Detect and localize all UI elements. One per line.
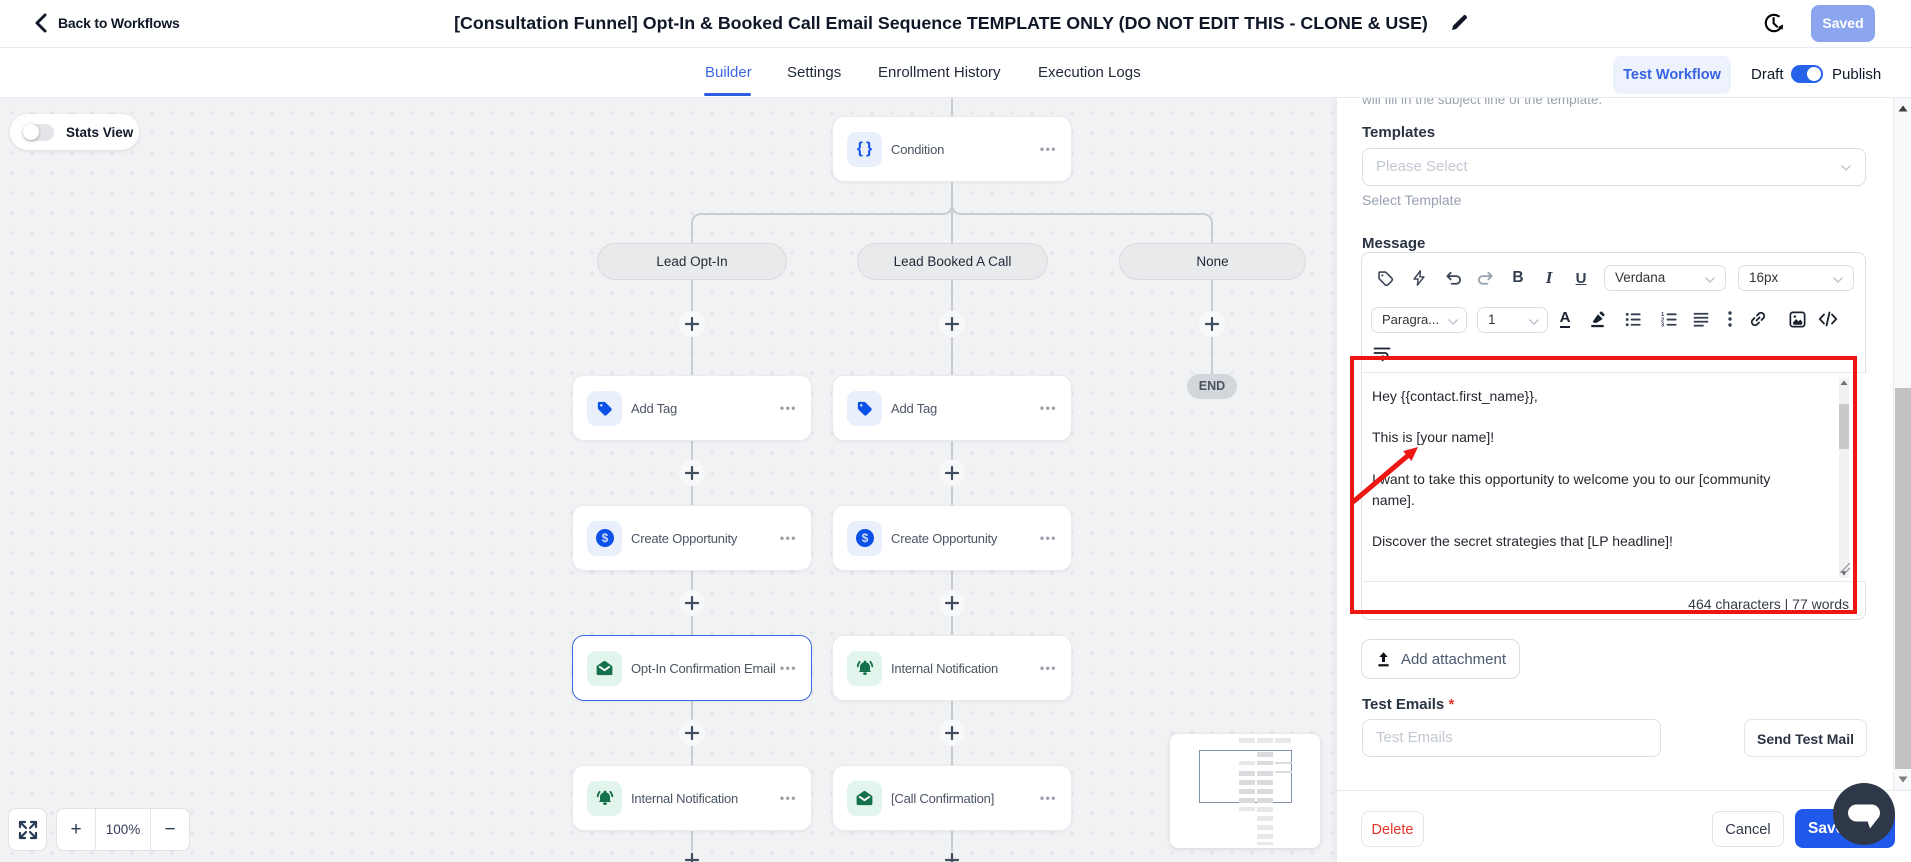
svg-text:2: 2	[1660, 317, 1663, 323]
svg-text:$: $	[861, 531, 868, 545]
svg-text:$: $	[601, 531, 608, 545]
svg-text:3: 3	[1660, 322, 1663, 328]
svg-text:1: 1	[1660, 312, 1663, 318]
